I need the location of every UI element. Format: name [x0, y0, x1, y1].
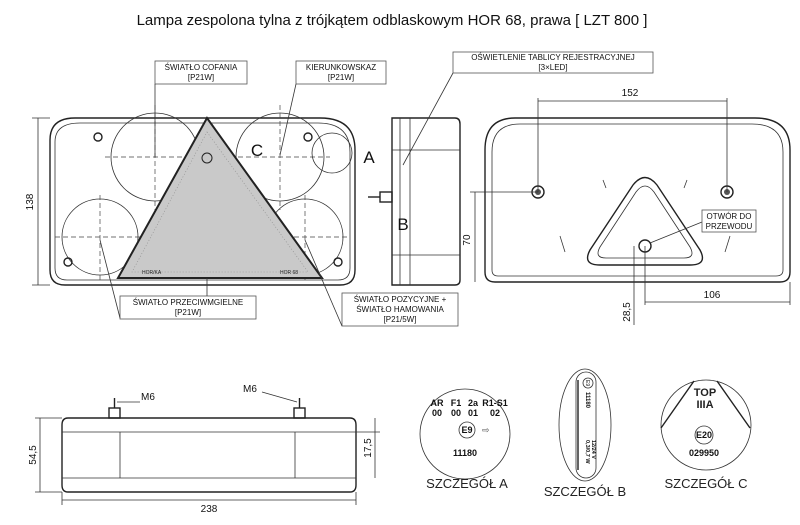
svg-text:[P21/5W]: [P21/5W]	[384, 315, 417, 324]
label-fog-light: ŚWIATŁO PRZECIWMGIELNE [P21W]	[99, 239, 257, 320]
svg-text:PRZEWODU: PRZEWODU	[706, 222, 753, 231]
svg-text:F1: F1	[451, 398, 462, 408]
label-cable-hole: OTWÓR DO PRZEWODU	[701, 209, 757, 233]
rear-view: 152 70 106 28,5	[462, 88, 791, 325]
detail-c: TOP IIIA E20 029950 SZCZEGÓŁ C	[660, 379, 752, 491]
marker-b: B	[397, 215, 408, 234]
marker-c: C	[251, 141, 263, 160]
label-plate-light: OŚWIETLENIE TABLICY REJESTRACYJNEJ [3×LE…	[402, 51, 654, 166]
svg-text:R1-S1: R1-S1	[482, 398, 508, 408]
svg-text:E9: E9	[461, 425, 472, 435]
svg-text:12/24 V: 12/24 V	[590, 440, 596, 459]
side-view: B	[368, 117, 461, 286]
dim-m6-right: M6	[243, 384, 257, 395]
svg-text:01: 01	[468, 408, 478, 418]
svg-text:0,3/0,7 W: 0,3/0,7 W	[584, 440, 590, 464]
front-view: HOR/KA HOR 68 C A 138	[25, 105, 375, 286]
svg-text:AR: AR	[431, 398, 444, 408]
svg-text:IIIA: IIIA	[696, 399, 713, 411]
dim-238: 238	[201, 504, 218, 515]
detail-a-area	[311, 132, 353, 174]
svg-text:[P21W]: [P21W]	[175, 308, 201, 317]
dim-m6-left: M6	[141, 392, 155, 403]
svg-text:ŚWIATŁO HAMOWANIA: ŚWIATŁO HAMOWANIA	[356, 305, 444, 314]
dim-70: 70	[462, 234, 473, 246]
reflector-triangle	[116, 116, 324, 279]
svg-text:[P21W]: [P21W]	[328, 73, 354, 82]
svg-text:11180: 11180	[453, 448, 477, 458]
label-position-brake-light: ŚWIATŁO POZYCYJNE + ŚWIATŁO HAMOWANIA [P…	[304, 239, 459, 327]
dim-height: 138	[25, 193, 36, 210]
detail-a: AR F1 2a R1-S1 00 00 01 02 E9 ⇨ 11180 SZ…	[419, 388, 511, 491]
svg-text:11180: 11180	[584, 392, 590, 409]
svg-text:KIERUNKOWSKAZ: KIERUNKOWSKAZ	[306, 63, 376, 72]
svg-text:[P21W]: [P21W]	[188, 73, 214, 82]
dim-106: 106	[704, 290, 721, 301]
svg-text:029950: 029950	[689, 448, 719, 458]
svg-text:02: 02	[490, 408, 500, 418]
marker-a: A	[363, 148, 375, 167]
bottom-view: M6 M6 54,5 17,5 238	[28, 384, 380, 515]
svg-text:⇨: ⇨	[482, 425, 490, 435]
detail-b-title: SZCZEGÓŁ B	[544, 484, 626, 499]
svg-text:ŚWIATŁO COFANIA: ŚWIATŁO COFANIA	[165, 63, 238, 72]
dim-54-5: 54,5	[28, 445, 39, 465]
reflector-mark-left: HOR/KA	[142, 270, 162, 276]
dim-152: 152	[622, 88, 639, 99]
detail-a-title: SZCZEGÓŁ A	[426, 476, 508, 491]
svg-text:00: 00	[451, 408, 461, 418]
svg-text:OŚWIETLENIE TABLICY REJESTRACY: OŚWIETLENIE TABLICY REJESTRACYJNEJ	[471, 53, 635, 62]
svg-text:00: 00	[432, 408, 442, 418]
dim-28-5: 28,5	[622, 302, 633, 322]
detail-b: E9 11180 12/24 V 0,3/0,7 W SZCZEGÓŁ B	[544, 368, 626, 499]
detail-c-title: SZCZEGÓŁ C	[664, 476, 747, 491]
label-indicator: KIERUNKOWSKAZ [P21W]	[279, 60, 387, 156]
reflector-mark-right: HOR 68	[280, 270, 298, 276]
dim-17-5: 17,5	[363, 438, 374, 458]
svg-text:[3×LED]: [3×LED]	[538, 63, 567, 72]
svg-text:2a: 2a	[468, 398, 479, 408]
svg-text:E20: E20	[696, 430, 712, 440]
label-reverse-light: ŚWIATŁO COFANIA [P21W]	[154, 60, 248, 157]
svg-text:ŚWIATŁO PRZECIWMGIELNE: ŚWIATŁO PRZECIWMGIELNE	[133, 298, 244, 307]
drawing-title: Lampa zespolona tylna z trójkątem odblas…	[137, 12, 648, 29]
svg-text:ŚWIATŁO POZYCYJNE +: ŚWIATŁO POZYCYJNE +	[354, 295, 447, 304]
svg-text:E9: E9	[584, 380, 590, 386]
svg-text:OTWÓR DO: OTWÓR DO	[707, 212, 752, 221]
svg-text:TOP: TOP	[694, 387, 716, 399]
